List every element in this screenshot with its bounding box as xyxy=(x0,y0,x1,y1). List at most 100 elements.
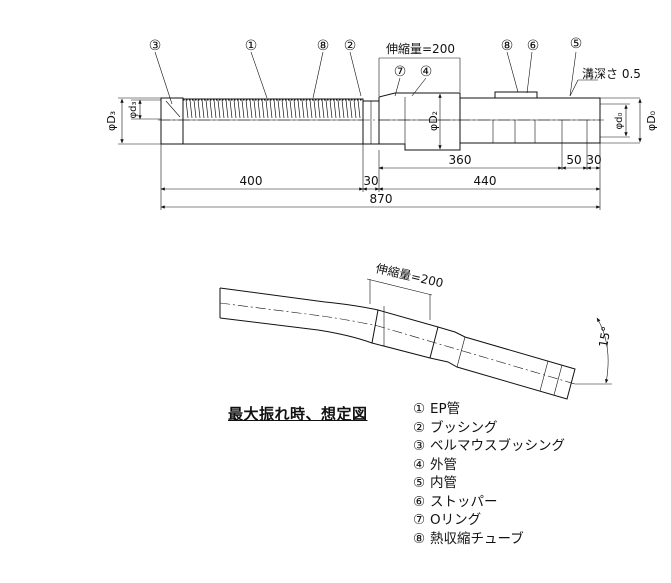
groove-depth-label: 溝深さ 0.5 xyxy=(582,67,641,81)
corrugation-line xyxy=(349,99,353,119)
corrugation-line xyxy=(261,99,265,119)
bent-view: 伸縮量=200 15° xyxy=(219,260,614,400)
corrugation-line xyxy=(205,99,209,119)
corrugation-line xyxy=(269,99,273,119)
callout-2: ② xyxy=(344,38,357,54)
svg-text:⑤: ⑤ xyxy=(570,36,583,52)
corrugation-line xyxy=(265,99,269,119)
corrugation-line xyxy=(217,99,221,119)
callout-8-right: ⑧ xyxy=(501,38,514,54)
corrugation-line xyxy=(305,99,309,119)
ep-pipe xyxy=(182,98,364,145)
corrugation-line xyxy=(185,99,189,119)
corrugation-line xyxy=(293,99,297,119)
svg-text:⑥: ⑥ xyxy=(527,38,540,54)
stroke-label-bent: 伸縮量=200 xyxy=(374,260,445,290)
outer-pipe xyxy=(378,92,461,151)
svg-text:伸縮量=200: 伸縮量=200 xyxy=(386,41,455,56)
corrugation-line xyxy=(249,99,253,119)
corrugation-line xyxy=(317,99,321,119)
svg-text:③: ③ xyxy=(149,38,162,54)
svg-text:④: ④ xyxy=(420,64,433,80)
corrugation-line xyxy=(357,99,361,119)
callout-3: ③ xyxy=(149,38,162,54)
corrugation-line xyxy=(273,99,277,119)
corrugation-line xyxy=(241,99,245,119)
corrugation-line xyxy=(253,99,257,119)
callout-4: ④ xyxy=(420,64,433,80)
corrugation-line xyxy=(229,99,233,119)
corrugation-line xyxy=(325,99,329,119)
svg-text:φD₃: φD₃ xyxy=(105,111,118,131)
corrugation-line xyxy=(233,99,237,119)
dim-440: 440 xyxy=(474,174,497,188)
figure-caption: 最大振れ時、想定図 xyxy=(228,405,368,423)
angle-label: 15° xyxy=(596,325,613,348)
dim-30-left: 30 xyxy=(363,174,378,188)
corrugation-line xyxy=(285,99,289,119)
callout-7: ⑦ xyxy=(394,64,407,80)
inner-pipe xyxy=(459,91,601,144)
corrugation-line xyxy=(277,99,281,119)
length-dimensions: 360 50 30 400 30 440 870 xyxy=(160,143,602,210)
corrugation-line xyxy=(213,99,217,119)
corrugation-line xyxy=(201,99,205,119)
corrugation-line xyxy=(333,99,337,119)
diameter-labels: φD₃ φd₃ φD₂ φd₀ φD₀ xyxy=(105,93,658,150)
callout-6: ⑥ xyxy=(527,38,540,54)
svg-text:φD₀: φD₀ xyxy=(645,110,658,131)
callout-1: ① xyxy=(245,38,258,54)
bell-mouth-bushing xyxy=(160,97,184,145)
corrugation-line xyxy=(321,99,325,119)
corrugation-line xyxy=(301,99,305,119)
svg-text:②: ② xyxy=(344,38,357,54)
dim-360: 360 xyxy=(449,153,472,167)
dim-50: 50 xyxy=(566,153,581,167)
stroke-dimension-top: 伸縮量=200 xyxy=(378,41,461,96)
corrugation-line xyxy=(245,99,249,119)
corrugation-line xyxy=(257,99,261,119)
svg-text:φd₀: φd₀ xyxy=(614,113,625,130)
svg-text:φd₃: φd₃ xyxy=(128,102,139,119)
corrugation-line xyxy=(329,99,333,119)
dim-30-right: 30 xyxy=(586,153,601,167)
corrugation-line xyxy=(289,99,293,119)
top-view: ③ ① ⑧ ② ⑧ ⑥ ⑤ ⑦ ④ 伸縮量=200 xyxy=(105,36,658,210)
svg-text:φD₂: φD₂ xyxy=(427,111,440,131)
svg-text:⑧: ⑧ xyxy=(501,38,514,54)
corrugation-line xyxy=(237,99,241,119)
callout-5: ⑤ xyxy=(570,36,583,52)
corrugation-line xyxy=(209,99,213,119)
svg-text:⑦: ⑦ xyxy=(394,64,407,80)
corrugation-line xyxy=(189,99,193,119)
corrugation-line xyxy=(225,99,229,119)
corrugation-line xyxy=(345,99,349,119)
svg-text:①: ① xyxy=(245,38,258,54)
corrugation-line xyxy=(341,99,345,119)
svg-text:⑧: ⑧ xyxy=(317,38,330,54)
callout-leaders xyxy=(154,51,598,105)
corrugation-line xyxy=(281,99,285,119)
corrugation-line xyxy=(313,99,317,119)
bushing xyxy=(362,100,380,145)
dim-870: 870 xyxy=(370,192,393,206)
dim-400: 400 xyxy=(240,174,263,188)
corrugation-line xyxy=(309,99,313,119)
corrugation-line xyxy=(197,99,201,119)
callout-8-left: ⑧ xyxy=(317,38,330,54)
corrugation-line xyxy=(337,99,341,119)
corrugation-line xyxy=(221,99,225,119)
corrugation-line xyxy=(193,99,197,119)
corrugation-line xyxy=(297,99,301,119)
corrugation-line xyxy=(353,99,357,119)
